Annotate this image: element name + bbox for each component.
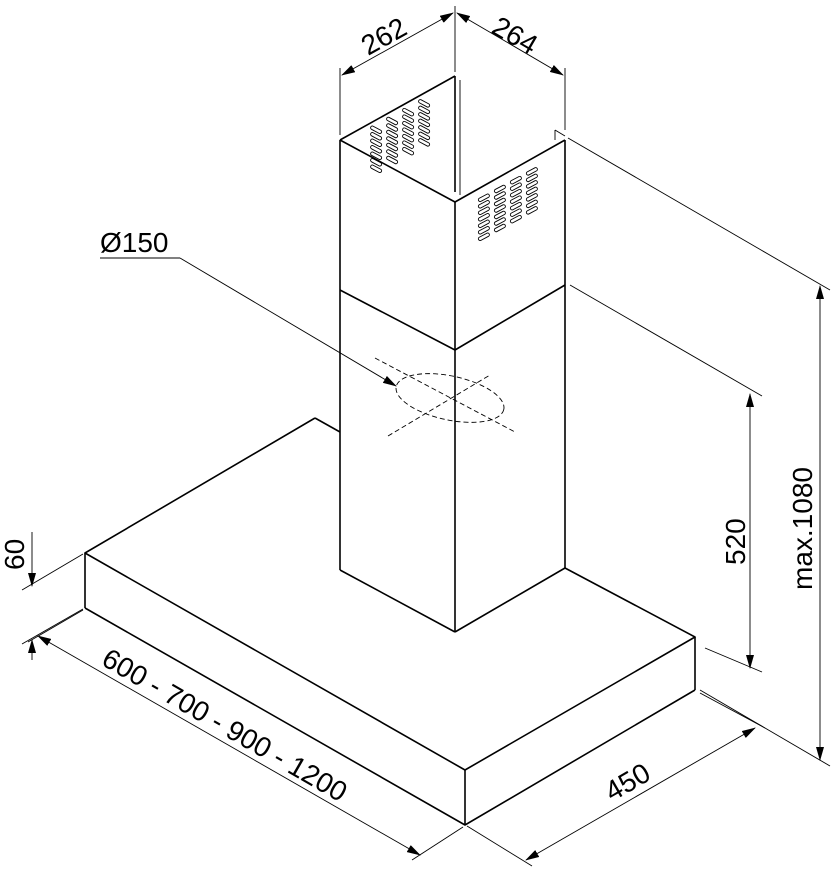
vent-slot	[402, 114, 415, 123]
vent-slot	[370, 138, 383, 147]
chimney-depth-label: 264	[487, 10, 543, 60]
vent-slot	[493, 191, 506, 200]
vent-slot	[418, 131, 431, 141]
vent-slot	[509, 208, 522, 217]
lower-height-label: 520	[720, 518, 751, 565]
vent-slot	[477, 219, 490, 228]
vent-slot	[386, 155, 399, 165]
vent-slot	[418, 112, 431, 121]
vent-slot	[386, 142, 399, 152]
vent-slot	[477, 193, 490, 202]
vent-slot	[493, 197, 506, 207]
vent-slot	[525, 193, 538, 202]
vent-slot	[477, 206, 490, 215]
canopy-width-dimension	[27, 609, 464, 861]
vent-slot	[509, 175, 522, 185]
vent-slot	[402, 120, 415, 130]
vent-slot	[509, 195, 522, 204]
canopy-depth-dimension	[466, 692, 766, 867]
vent-slot	[525, 199, 538, 209]
vent-slot	[402, 146, 415, 156]
vent-slot	[386, 136, 399, 145]
vent-slot	[370, 125, 383, 134]
vent-grille-right	[477, 167, 538, 241]
diameter-leader	[100, 257, 397, 387]
vent-slot	[477, 200, 490, 209]
vent-slot	[477, 232, 490, 241]
vent-slot	[418, 138, 431, 147]
vent-slot	[370, 158, 383, 167]
vent-slot	[509, 214, 522, 224]
vent-slot	[370, 164, 383, 173]
max-height-label: max.1080	[787, 467, 818, 590]
vent-slot	[418, 105, 431, 115]
vent-slot	[509, 182, 522, 191]
chimney-width-dimension	[339, 6, 566, 135]
vent-slot	[525, 206, 538, 215]
vent-slot	[386, 116, 399, 126]
vent-slot	[493, 184, 506, 194]
canopy-depth-label: 450	[600, 757, 656, 807]
diameter-label: Ø150	[100, 227, 169, 258]
vent-slot	[418, 125, 431, 134]
vent-slot	[386, 123, 399, 132]
vent-slot	[418, 99, 431, 108]
vent-slot	[402, 127, 415, 136]
vent-slot	[402, 133, 415, 143]
duct-outlet	[374, 357, 516, 437]
vent-slot	[386, 129, 399, 139]
vent-slot	[525, 180, 538, 189]
canopy	[84, 417, 696, 826]
vent-slot	[370, 132, 383, 141]
vent-slot	[493, 217, 506, 226]
vent-slot	[370, 145, 383, 154]
vent-slot	[418, 118, 431, 128]
vent-slot	[525, 167, 538, 176]
chimney-width-label: 262	[356, 11, 412, 61]
vent-slot	[402, 107, 415, 117]
vent-slot	[509, 188, 522, 198]
vent-slot	[370, 151, 383, 160]
canopy-thickness-label: 60	[0, 539, 30, 570]
chimney-lower	[339, 284, 566, 633]
vent-slot	[386, 149, 399, 158]
vent-slot	[509, 201, 522, 211]
vent-slot	[525, 186, 538, 196]
vent-slot	[493, 204, 506, 213]
canopy-width-label: 600 - 700 - 900 - 1200	[97, 642, 352, 807]
vent-slot	[477, 213, 490, 222]
vent-grille-left	[370, 99, 431, 173]
vent-slot	[493, 223, 506, 233]
chimney-upper	[339, 75, 566, 350]
lower-height-dimension	[569, 284, 763, 673]
vent-slot	[402, 140, 415, 149]
max-height-dimension	[567, 137, 831, 767]
vent-slot	[525, 173, 538, 183]
vent-slot	[493, 210, 506, 220]
canopy-thickness-dimension	[21, 532, 84, 660]
vent-slot	[477, 226, 490, 235]
